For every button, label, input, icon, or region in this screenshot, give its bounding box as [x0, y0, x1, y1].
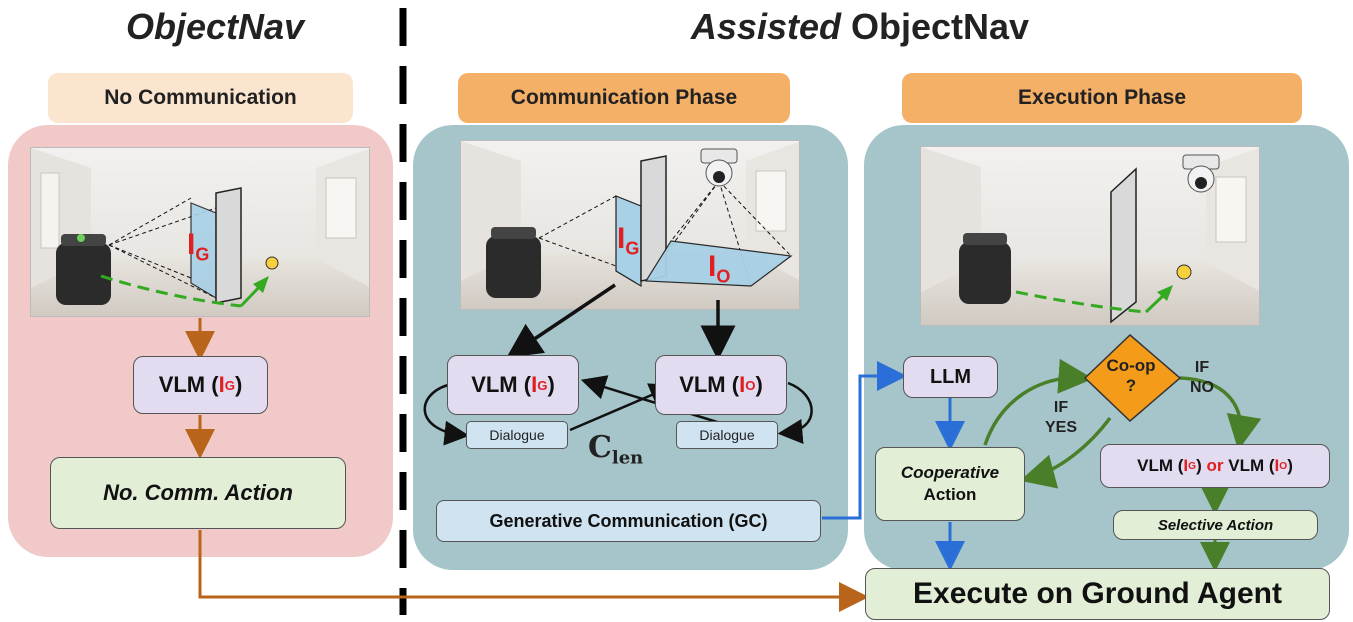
dialogue-node-right: Dialogue: [676, 421, 778, 449]
no-communication-label: No Communication: [48, 73, 353, 123]
c-len-label: Clen: [588, 430, 644, 469]
dialogue-node-left: Dialogue: [466, 421, 568, 449]
no-comm-action-node: No. Comm. Action: [50, 457, 346, 529]
robot-icon: [486, 227, 541, 298]
overhead-camera-icon: [1182, 154, 1220, 193]
cooperative-action-node: Cooperative Action: [875, 447, 1025, 521]
selective-action-node: Selective Action: [1113, 510, 1318, 540]
coop-decision-label: Co-op ?: [1106, 356, 1156, 395]
assisted-objectnav-heading: Assisted ObjectNav: [690, 6, 1030, 47]
objectnav-heading: ObjectNav: [125, 6, 305, 47]
communication-phase-label: Communication Phase: [458, 73, 790, 123]
execute-node: Execute on Ground Agent: [865, 568, 1330, 620]
overhead-image-token-comm: IO: [708, 250, 731, 287]
overhead-camera-icon: [700, 148, 738, 187]
llm-node: LLM: [903, 356, 998, 398]
generative-communication-node: Generative Communication (GC): [436, 500, 821, 542]
ground-image-token-comm: IG: [617, 222, 640, 259]
objectnav-scene-image: [30, 147, 370, 317]
robot-icon: [56, 234, 111, 305]
execution-phase-label: Execution Phase: [902, 73, 1302, 123]
ground-image-token-left: IG: [187, 228, 210, 265]
execution-scene-image: [920, 146, 1260, 326]
robot-icon: [959, 233, 1011, 304]
